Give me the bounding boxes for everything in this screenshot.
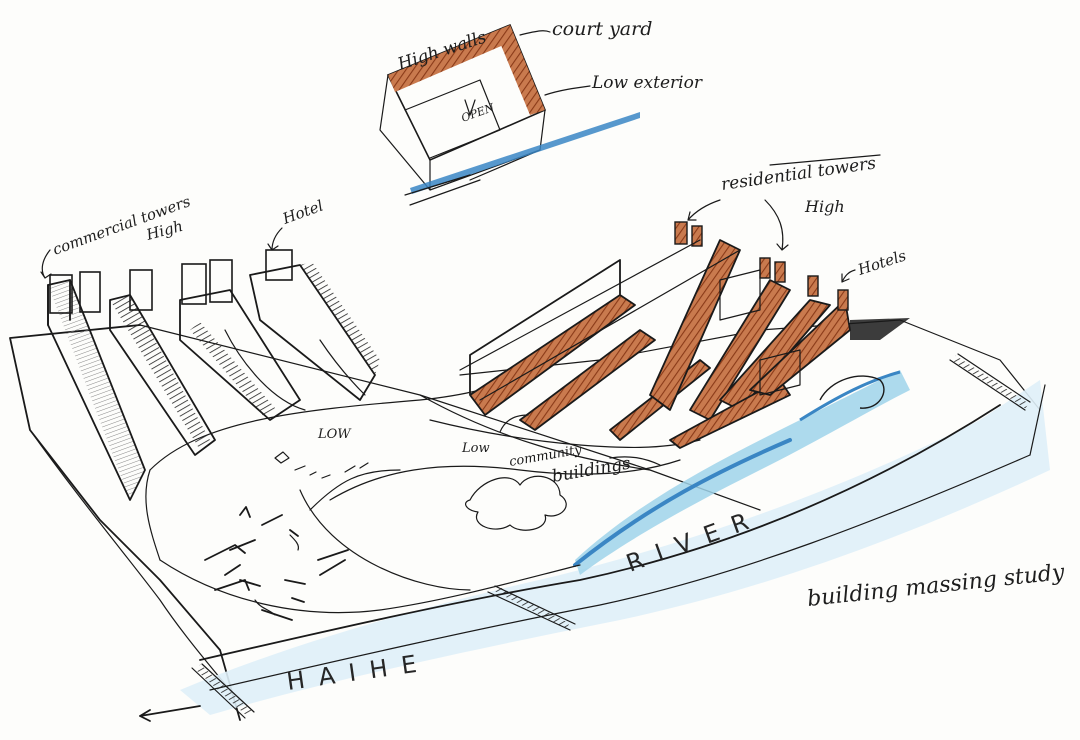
annotation-leaders	[40, 30, 881, 466]
park-pond	[465, 475, 567, 531]
label-study-title: building massing study	[806, 560, 1066, 612]
commercial-towers	[47, 249, 380, 501]
label-hotel-left: Hotel	[279, 196, 326, 228]
arrow-left-icon	[139, 705, 201, 722]
low-scattered-buildings	[204, 451, 369, 621]
roads	[145, 389, 701, 614]
bridges	[191, 353, 1031, 719]
label-low-center: Low	[461, 441, 490, 456]
label-open: OPEN	[460, 101, 497, 125]
label-hotels-right: Hotels	[855, 246, 909, 279]
label-low-left: LOW	[317, 427, 352, 442]
residential-towers	[459, 221, 910, 449]
river	[180, 370, 1050, 715]
label-residential-high: High	[804, 197, 845, 216]
label-courtyard: court yard	[552, 18, 652, 40]
label-residential-towers: residential towers	[720, 153, 878, 195]
courtyard-inset	[379, 23, 640, 206]
label-low-exterior: Low exterior	[591, 73, 703, 93]
